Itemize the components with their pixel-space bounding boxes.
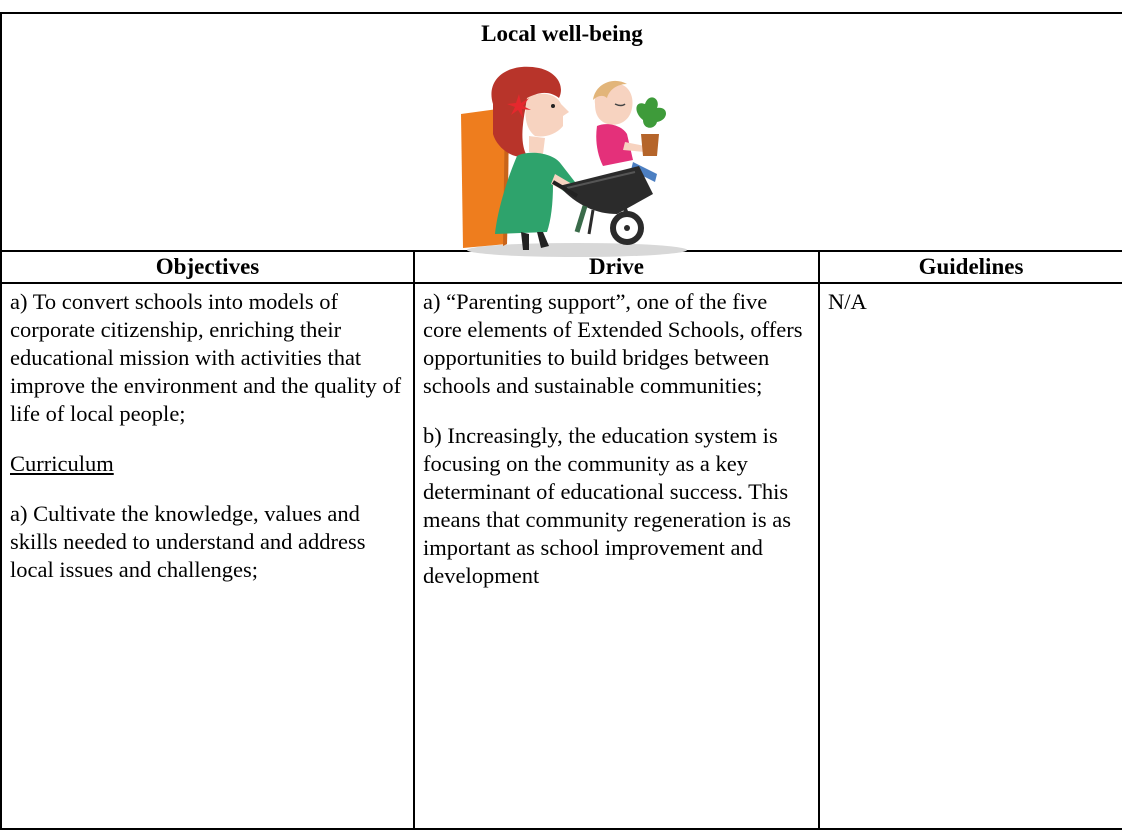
guidelines-value: N/A xyxy=(828,289,867,314)
column-header-objectives: Objectives xyxy=(0,250,415,284)
objectives-cell: a) To convert schools into models of cor… xyxy=(0,282,415,830)
content-row: a) To convert schools into models of cor… xyxy=(0,282,1122,830)
column-header-guidelines: Guidelines xyxy=(818,250,1122,284)
woman-pushing-child-in-wheelbarrow-illustration xyxy=(461,66,687,257)
title-row: Local well-being xyxy=(0,12,1122,257)
curriculum-heading: Curriculum xyxy=(10,451,114,476)
drive-a: a) “Parenting support”, one of the five … xyxy=(423,289,803,398)
drive-cell: a) “Parenting support”, one of the five … xyxy=(413,282,820,830)
curriculum-a: a) Cultivate the knowledge, values and s… xyxy=(10,501,366,582)
well-being-table: Local well-being xyxy=(0,12,1122,830)
objective-a: a) To convert schools into models of cor… xyxy=(10,289,402,426)
section-title: Local well-being xyxy=(481,21,643,46)
guidelines-cell: N/A xyxy=(818,282,1122,830)
title-cell: Local well-being xyxy=(0,12,1122,257)
drive-b: b) Increasingly, the education system is… xyxy=(423,423,792,588)
